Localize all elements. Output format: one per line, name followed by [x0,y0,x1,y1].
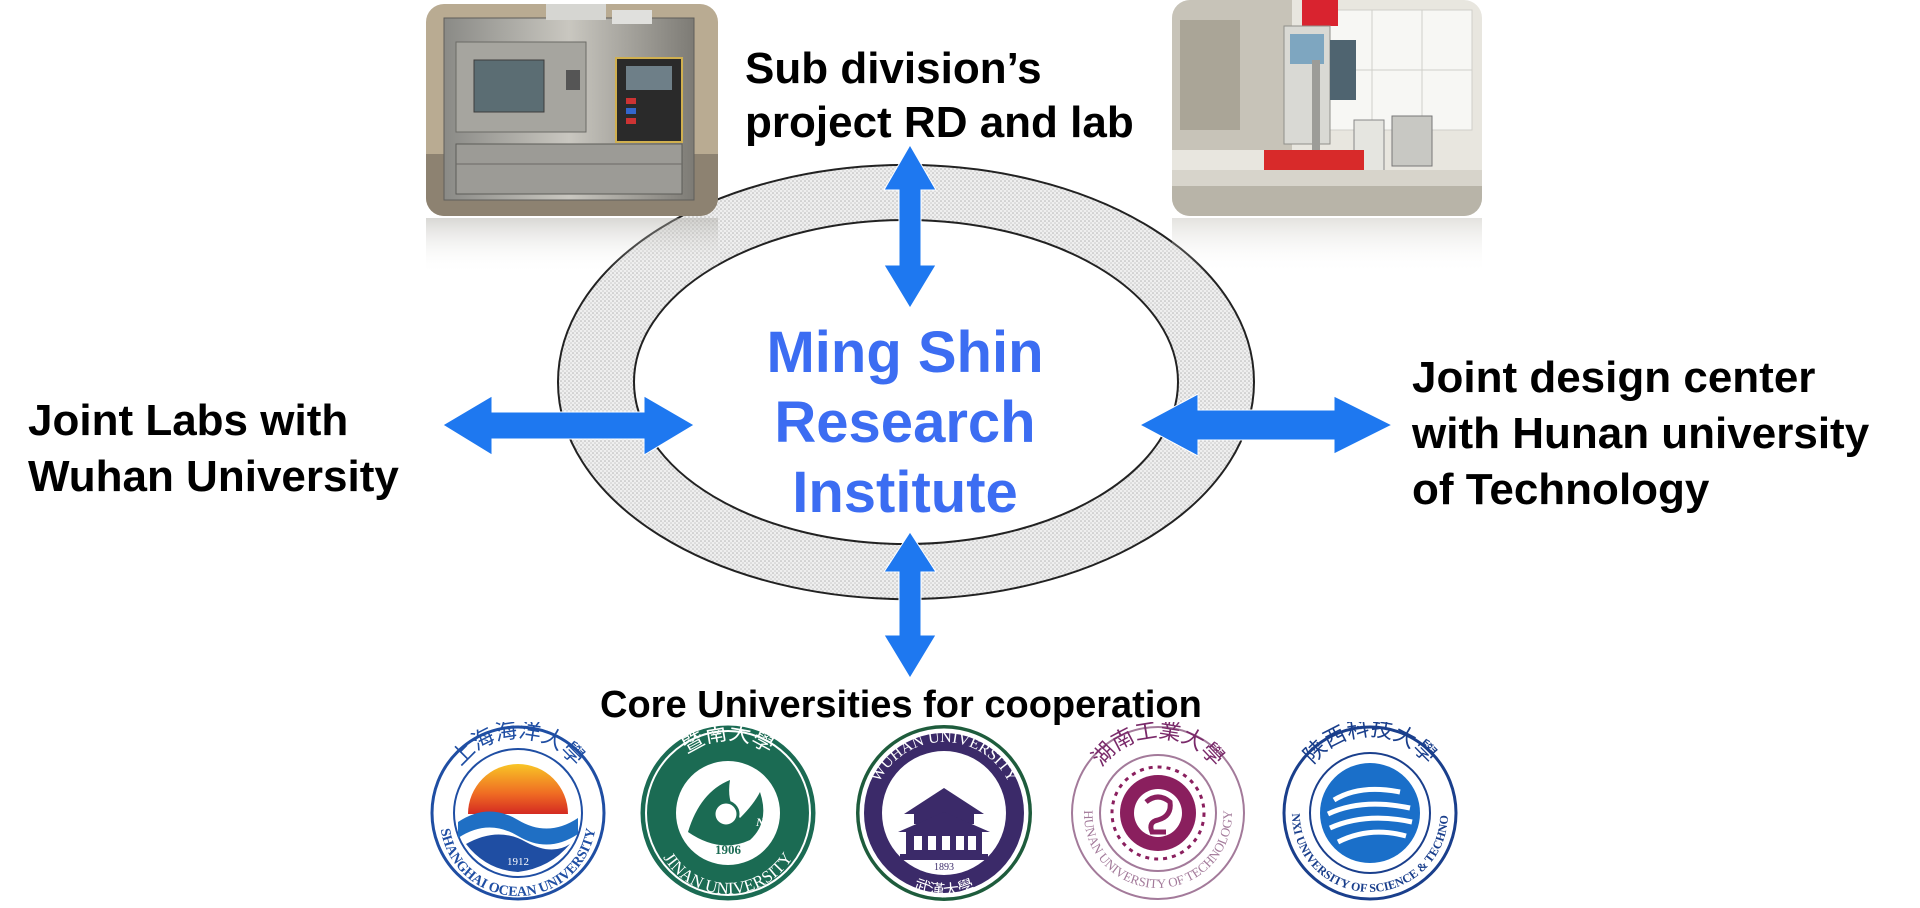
right-label-line-2: with Hunan university [1412,409,1870,458]
left-label-line-2: Wuhan University [28,452,399,501]
top-label: Sub division’s project RD and lab [745,42,1134,150]
jinan-university-logo: NU 1906 JINAN UNIVERSITY 暨南大學 [640,722,816,901]
bottom-label-text: Core Universities for cooperation [600,684,1202,726]
environmental-test-chamber-photo [426,4,718,216]
left-label: Joint Labs with Wuhan University [28,393,399,505]
photo-reflection-right [1172,218,1482,274]
shaanxi-university-of-science-and-technology-logo: SHAANXI UNIVERSITY OF SCIENCE & TECHNOLO… [1270,722,1458,901]
bottom-label: Core Universities for cooperation [600,682,1202,728]
right-label-line-1: Joint design center [1412,353,1816,402]
right-label-line-3: of Technology [1412,465,1710,514]
center-title: Ming Shin Research Institute [700,318,1110,528]
center-title-line-2: Research [774,390,1036,455]
arrow-up-down-bottom [883,531,937,679]
svg-text:NU: NU [755,815,775,829]
shanghai-ocean-university-logo: 1912 SHANGHAI OCEAN UNIVERSITY 上海海洋大學 [430,722,606,901]
ring [556,164,1256,600]
center-title-line-3: Institute [792,460,1018,525]
tensile-testing-machine-photo [1172,0,1482,216]
right-label: Joint design center with Hunan universit… [1412,350,1869,518]
jinan-year: 1906 [715,842,742,857]
top-label-line-1: Sub division’s [745,44,1042,93]
center-title-line-1: Ming Shin [766,320,1044,385]
top-label-line-2: project RD and lab [745,98,1134,147]
shanghai-ocean-year: 1912 [507,856,529,868]
photo-reflection-left [426,218,718,274]
wuhan-year: 1893 [934,862,954,873]
left-label-line-1: Joint Labs with [28,396,349,445]
hunan-university-of-technology-logo: HUNAN UNIVERSITY OF TECHNOLOGY 湖南工業大學 [1071,722,1245,900]
arrow-up-down-top [883,144,937,309]
university-logo-strip: 1912 SHANGHAI OCEAN UNIVERSITY 上海海洋大學 NU… [418,722,1478,904]
arrow-left-right-right [1138,393,1394,457]
wuhan-university-logo: 1893 WUHAN UNIVERSITY 武漢大學 [856,725,1032,901]
arrow-left-right-left [442,395,695,456]
